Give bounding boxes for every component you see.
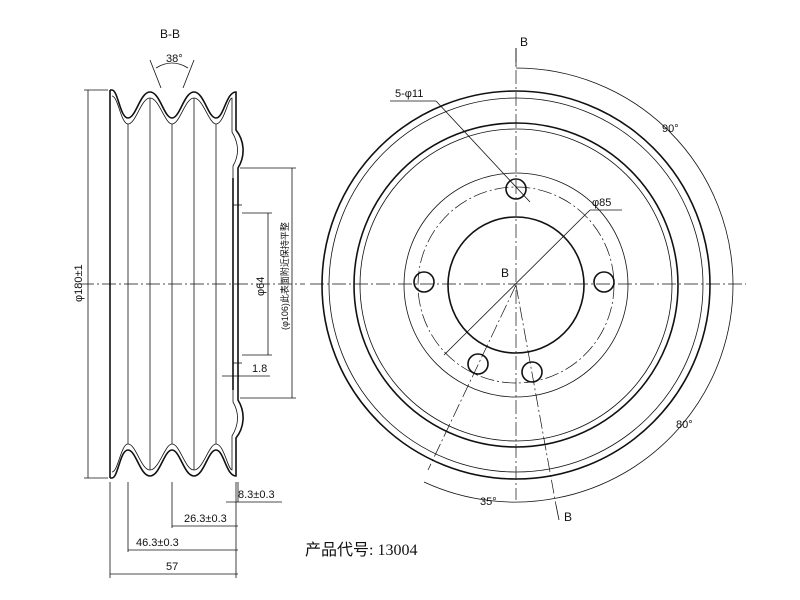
angle-90-arc [515,67,734,286]
section-marker-bottom: B [564,510,572,524]
dim-width: 57 [166,561,178,573]
angle-80-label: 80° [676,419,693,431]
bolt-hole-bottom-left [467,353,489,375]
dim-26-3: 26.3±0.3 [184,513,227,525]
angle-80-arc [556,284,734,499]
top-groove-profile-inner [111,95,238,178]
thickness-dim: 1.8 [252,363,267,375]
bottom-groove-profile [110,390,244,479]
pcd-dim: φ85 [592,197,611,209]
holes-dim: 5-φ11 [395,88,423,100]
angle-90-label: 90° [662,123,679,135]
section-view: φ180±1 (φ106)此表面附近保持平整 φ64 1.8 38° B-B 8… [73,27,305,578]
section-marker-top: B [520,35,528,49]
d106-note-dim: (φ106)此表面附近保持平整 [279,222,290,330]
bottom-groove-profile-inner [111,390,238,473]
front-view: B B B 5-φ11 φ85 90° 80° 35° [310,35,746,524]
groove-angle-label: 38° [166,53,183,65]
section-label: B-B [160,27,180,41]
angle-35-arc [423,481,558,503]
outer-diameter-dim: φ180±1 [73,264,85,302]
top-groove-profile [110,89,244,178]
bolt-hole-bottom-right [521,361,543,383]
angle-35-label: 35° [480,496,497,508]
dim-46-3: 46.3±0.3 [136,537,179,549]
bolt-hole-left [413,271,435,293]
product-code: 产品代号: 13004 [305,542,418,559]
bolt-hole-right [593,271,615,293]
center-label: B [501,266,509,280]
dim-8-3: 8.3±0.3 [238,489,275,501]
d64-dim: φ64 [255,277,267,296]
